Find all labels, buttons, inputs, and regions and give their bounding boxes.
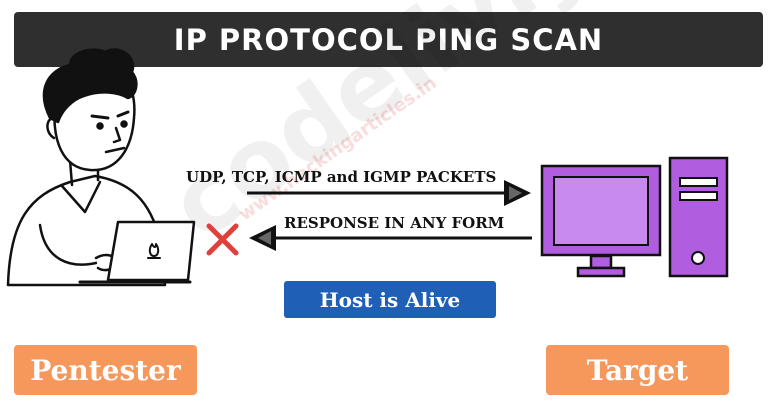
request-arrow [247,180,531,206]
computer-icon [540,156,729,278]
request-label: UDP, TCP, ICMP and IGMP PACKETS [186,168,497,186]
role-tag-pentester: Pentester [14,345,197,395]
role-tag-target: Target [546,345,729,395]
status-badge: Host is Alive [284,281,496,318]
response-label: RESPONSE IN ANY FORM [284,214,505,232]
response-arrow [249,225,532,251]
title-bar: IP PROTOCOL PING SCAN [14,12,763,67]
x-mark-icon [206,223,239,256]
diagram-title: IP PROTOCOL PING SCAN [173,22,604,57]
pentester-icon [6,48,196,287]
